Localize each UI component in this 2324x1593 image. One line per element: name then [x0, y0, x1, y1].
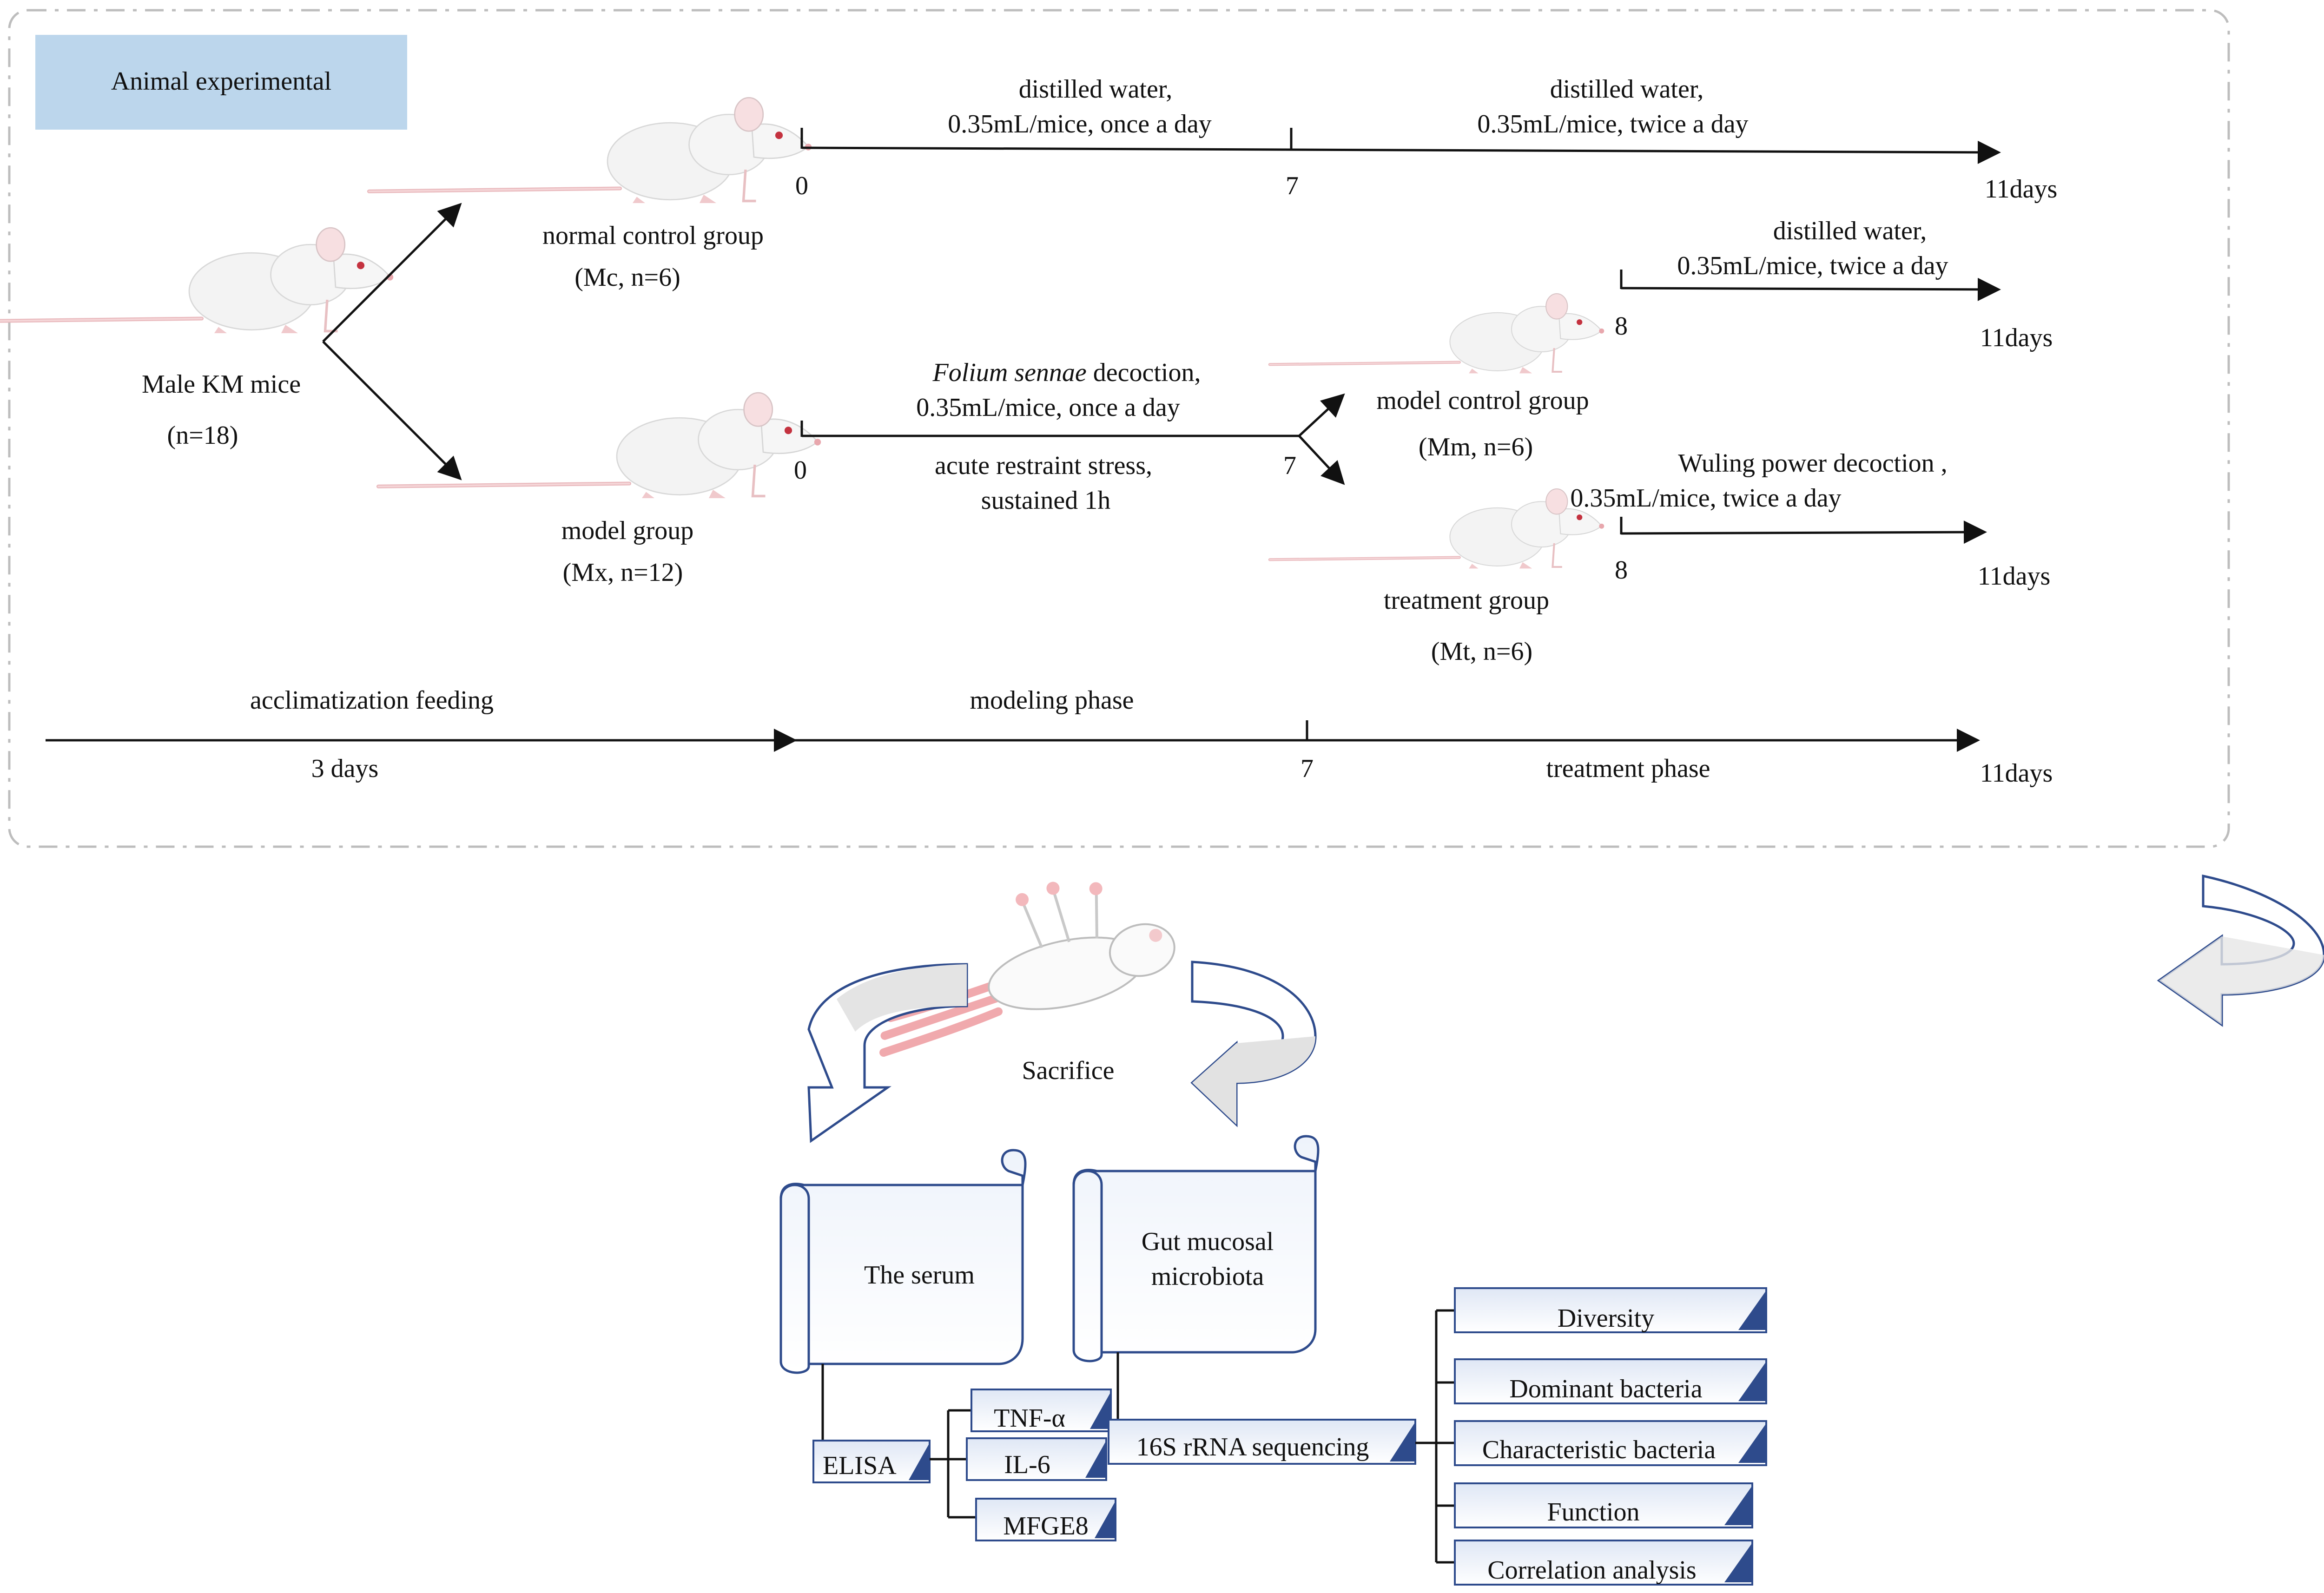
model-control-t-end: 11days — [1980, 323, 2053, 352]
normal-t0: 0 — [795, 171, 808, 200]
curved-arrow-icon — [1190, 961, 1317, 1127]
normal-seg1-line2: 0.35mL/mice, once a day — [948, 110, 1212, 138]
model-control-timeline-arrow — [1621, 277, 2001, 301]
model-t1: 7 — [1283, 451, 1296, 480]
model-above-line1: Folium sennae decoction, — [932, 358, 1201, 387]
elisa-label: ELISA — [823, 1451, 897, 1480]
scroll-box-icon — [779, 1149, 1027, 1374]
experimental-panel — [8, 9, 2230, 848]
seq-item-characteristic: Characteristic bacteria — [1482, 1435, 1716, 1464]
tag-box-icon — [1108, 1419, 1416, 1465]
normal-seg2-line2: 0.35mL/mice, twice a day — [1477, 110, 1748, 138]
tag-box-icon — [971, 1389, 1112, 1432]
tag-box-icon — [975, 1498, 1116, 1541]
gut-label-line1: Gut mucosal — [1142, 1227, 1274, 1256]
treatment-t0: 8 — [1615, 556, 1628, 585]
split-arrow-treatment — [1298, 435, 1345, 485]
model-below-line1: acute restraint stress, — [935, 451, 1152, 480]
model-above-line2: 0.35mL/mice, once a day — [916, 393, 1180, 422]
elisa-item-il6: IL-6 — [1004, 1450, 1050, 1479]
treatment-group-label: treatment group — [1384, 586, 1549, 615]
tag-box-icon — [1454, 1540, 1753, 1586]
normal-seg2-line1: distilled water, — [1550, 75, 1704, 104]
normal-timeline-arrow — [801, 140, 2001, 164]
normal-group-n: (Mc, n=6) — [574, 263, 680, 292]
curved-arrow-icon — [807, 963, 968, 1143]
serum-label: The serum — [864, 1261, 975, 1290]
tag-box-icon — [1454, 1482, 1753, 1528]
seq-item-diversity: Diversity — [1558, 1304, 1654, 1333]
tag-box-icon — [966, 1437, 1107, 1481]
panel-title-box — [35, 35, 407, 130]
panel-title: Animal experimental — [111, 67, 331, 96]
mouse-icon — [378, 393, 821, 498]
overall-t-end: 11days — [1980, 759, 2053, 788]
model-control-line1: distilled water, — [1773, 217, 1927, 245]
mouse-icon — [1270, 294, 1604, 373]
model-group-n: (Mx, n=12) — [563, 558, 683, 587]
overall-t-mid: 7 — [1301, 754, 1314, 783]
tag-box-icon — [812, 1440, 931, 1483]
model-t0: 0 — [794, 456, 807, 485]
normal-seg1-line1: distilled water, — [1019, 75, 1173, 104]
tag-box-icon — [1454, 1287, 1767, 1333]
curved-arrow-icon — [2157, 874, 2324, 1027]
model-control-label: model control group — [1376, 386, 1589, 415]
mouse-icon — [369, 98, 812, 203]
sequencing-label: 16S rRNA sequencing — [1136, 1433, 1369, 1461]
source-n: (n=18) — [167, 421, 238, 450]
modeling-phase-label: modeling phase — [970, 686, 1134, 715]
normal-group-label: normal control group — [542, 221, 764, 250]
tag-box-icon — [1454, 1358, 1767, 1404]
seq-item-dominant: Dominant bacteria — [1509, 1375, 1702, 1403]
treatment-t-end: 11days — [1978, 562, 2051, 591]
elisa-item-tnf: TNF-α — [994, 1404, 1065, 1433]
treatment-phase-label: treatment phase — [1546, 754, 1710, 783]
branch-arrow-model — [322, 341, 462, 481]
source-label: Male KM mice — [142, 370, 301, 399]
normal-t-end: 11days — [1985, 175, 2058, 204]
treatment-line2: 0.35mL/mice, twice a day — [1570, 484, 1841, 513]
sacrificed-mouse-icon — [879, 882, 1175, 1057]
acclimatization-label: acclimatization feeding — [250, 686, 494, 715]
model-below-line2: sustained 1h — [981, 486, 1110, 515]
elisa-item-mfge8: MFGE8 — [1003, 1512, 1089, 1540]
normal-t1: 7 — [1286, 171, 1299, 200]
model-group-label: model group — [561, 516, 694, 545]
treatment-line1: Wuling power decoction , — [1678, 449, 1947, 478]
treatment-group-n: (Mt, n=6) — [1431, 637, 1532, 666]
tag-box-icon — [1454, 1420, 1767, 1466]
model-control-t0: 8 — [1615, 312, 1628, 341]
branch-arrow-normal — [322, 203, 462, 342]
mouse-icon — [0, 228, 393, 333]
scroll-box-icon — [1072, 1135, 1320, 1363]
treatment-timeline-arrow — [1621, 520, 1987, 544]
model-control-line2: 0.35mL/mice, twice a day — [1677, 251, 1948, 280]
split-arrow-model-control — [1298, 393, 1345, 437]
seq-item-correlation: Correlation analysis — [1487, 1556, 1696, 1585]
seq-item-function: Function — [1547, 1498, 1639, 1527]
mouse-icon — [1270, 489, 1604, 568]
sacrifice-label: Sacrifice — [1022, 1056, 1115, 1085]
acclimatization-days: 3 days — [311, 754, 379, 783]
gut-label-line2: microbiota — [1151, 1262, 1264, 1291]
model-control-n: (Mm, n=6) — [1419, 433, 1533, 461]
